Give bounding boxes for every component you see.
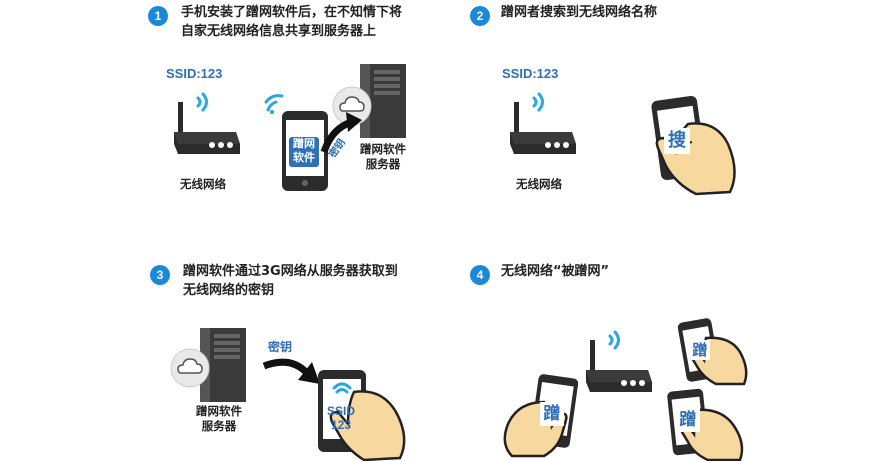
step-3-text: 蹭网软件通过3G网络从服务器获取到 无线网络的密钥 — [183, 264, 398, 298]
download-arrow-icon — [262, 358, 320, 384]
panel4-phone-char-top: 蹭 — [690, 340, 710, 360]
step-1-number: 1 — [148, 6, 168, 26]
wifi-signal-icon — [608, 330, 620, 350]
panel2-ssid-label: SSID:123 — [502, 66, 559, 81]
panel2-router-label: 无线网络 — [516, 177, 562, 191]
panel4-phone-char-left: 蹭 — [540, 402, 564, 426]
hand-holding-phone-icon — [677, 318, 748, 386]
panel1-server-label: 蹭网软件 服务器 — [360, 142, 406, 171]
router-icon — [510, 92, 576, 154]
step-3-number: 3 — [150, 265, 170, 285]
hand-holding-phone-icon — [651, 95, 736, 196]
cloud-icon — [170, 348, 210, 388]
panel3-phone-ssid: SSID 123 — [326, 404, 355, 432]
panel3-server-label: 蹭网软件 服务器 — [196, 404, 242, 433]
panel1-app-icon-label: 蹭网 软件 — [289, 137, 319, 167]
panel4-phone-char-bottom: 蹭 — [676, 408, 700, 432]
panel3-key-label: 密钥 — [268, 340, 293, 354]
wifi-signal-icon — [532, 92, 544, 112]
wifi-signal-icon — [264, 94, 284, 114]
step-1-text: 手机安装了蹭网软件后，在不知情下将 自家无线网络信息共享到服务器上 — [181, 5, 403, 39]
step-4-number: 4 — [470, 265, 490, 285]
router-icon — [586, 330, 652, 392]
panel1-ssid-label: SSID:123 — [166, 66, 223, 81]
router-icon — [174, 92, 240, 154]
panel1-router-label: 无线网络 — [180, 177, 226, 191]
step-2-text: 蹭网者搜索到无线网络名称 — [501, 5, 658, 20]
panel2-search-char: 搜 — [664, 128, 690, 154]
wifi-signal-icon — [332, 382, 352, 394]
hand-holding-phone-icon — [318, 370, 406, 461]
wifi-signal-icon — [196, 92, 208, 112]
upload-arrow-icon — [320, 112, 362, 154]
step-4-text: 无线网络“被蹭网” — [501, 264, 610, 279]
step-2-number: 2 — [470, 6, 490, 26]
